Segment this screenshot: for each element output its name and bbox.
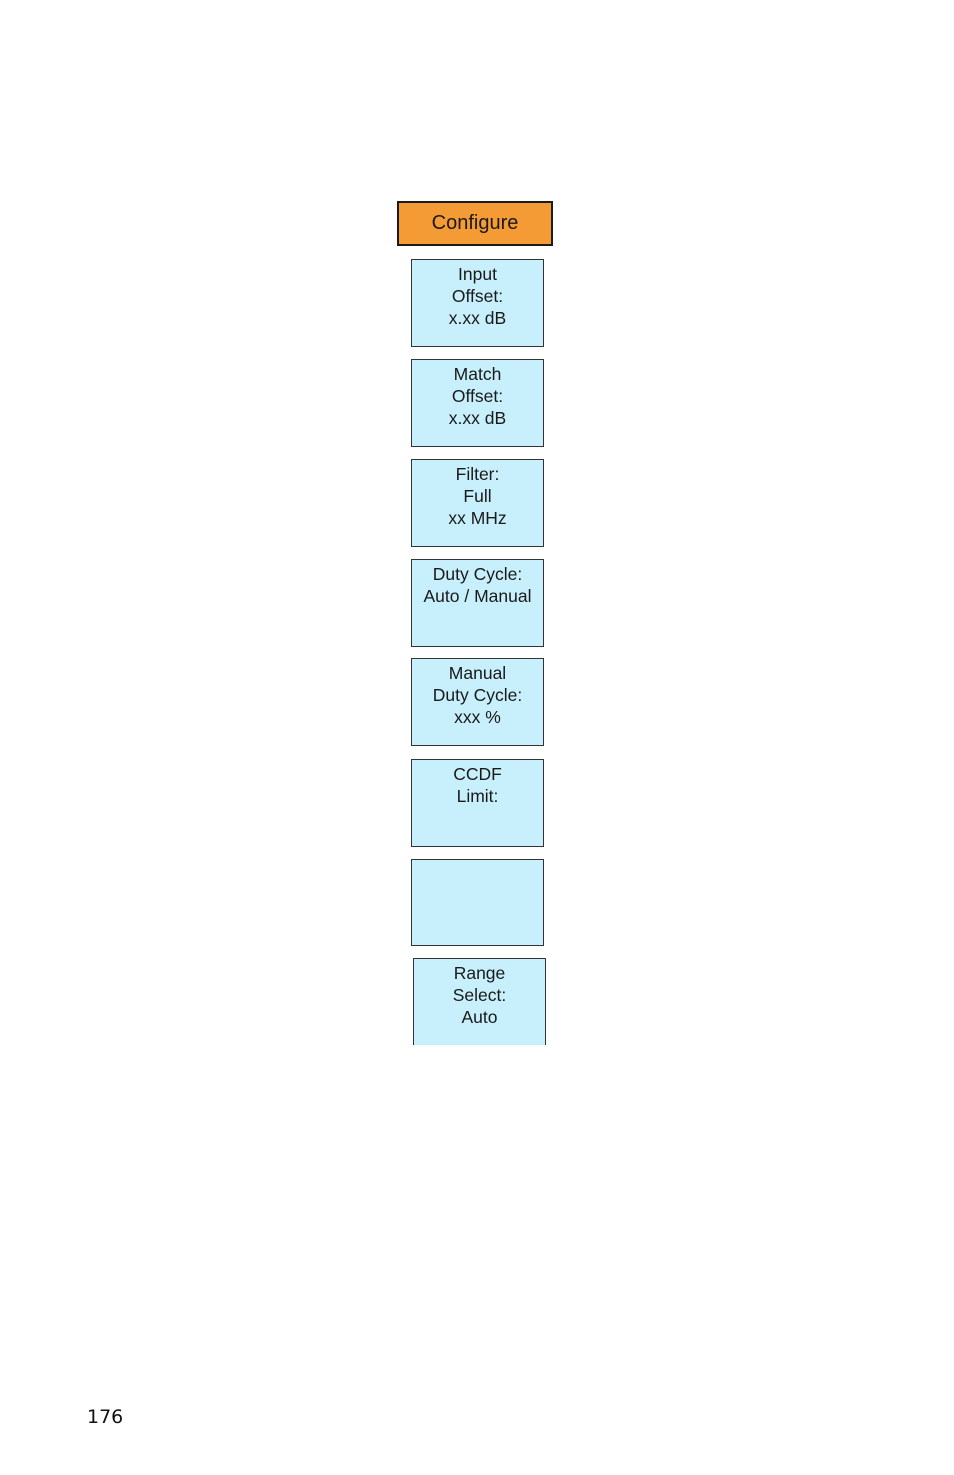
softkey-label-line: Match: [453, 364, 502, 384]
softkey-label-line: Manual: [448, 663, 507, 683]
softkey-label-line: Filter:: [455, 464, 500, 484]
softkey-label-line: Duty Cycle:: [432, 684, 523, 705]
softkey-label-line: CCDF: [453, 764, 502, 784]
softkey-value: Auto: [461, 1006, 498, 1027]
softkey-label-line: Range: [453, 963, 506, 983]
blank-softkey[interactable]: [411, 859, 544, 946]
filter-softkey[interactable]: Filter: Full xx MHz: [411, 459, 544, 547]
softkey-value: x.xx dB: [448, 307, 507, 328]
match-offset-softkey[interactable]: Match Offset: x.xx dB: [411, 359, 544, 447]
input-offset-softkey[interactable]: Input Offset: x.xx dB: [411, 259, 544, 347]
ccdf-limit-softkey[interactable]: CCDF Limit:: [411, 759, 544, 847]
softkey-label-line: Input: [458, 264, 497, 284]
configure-menu-title: Configure: [397, 201, 553, 246]
softkey-value: xx MHz: [448, 507, 507, 528]
softkey-value: xxx %: [454, 706, 501, 727]
softkey-label-line: Offset:: [451, 385, 504, 406]
softkey-label-line: Offset:: [451, 285, 504, 306]
range-select-softkey[interactable]: Range Select: Auto: [413, 958, 546, 1045]
duty-cycle-softkey[interactable]: Duty Cycle: Auto / Manual: [411, 559, 544, 647]
softkey-label-line: Duty Cycle:: [432, 564, 523, 584]
softkey-value: Full: [463, 485, 492, 506]
softkey-value: Auto / Manual: [423, 585, 532, 606]
softkey-label-line: Select:: [452, 984, 507, 1005]
softkey-value: x.xx dB: [448, 407, 507, 428]
manual-duty-cycle-softkey[interactable]: Manual Duty Cycle: xxx %: [411, 658, 544, 746]
softkey-label-line: Limit:: [456, 785, 499, 806]
page-number: 176: [87, 1406, 124, 1428]
